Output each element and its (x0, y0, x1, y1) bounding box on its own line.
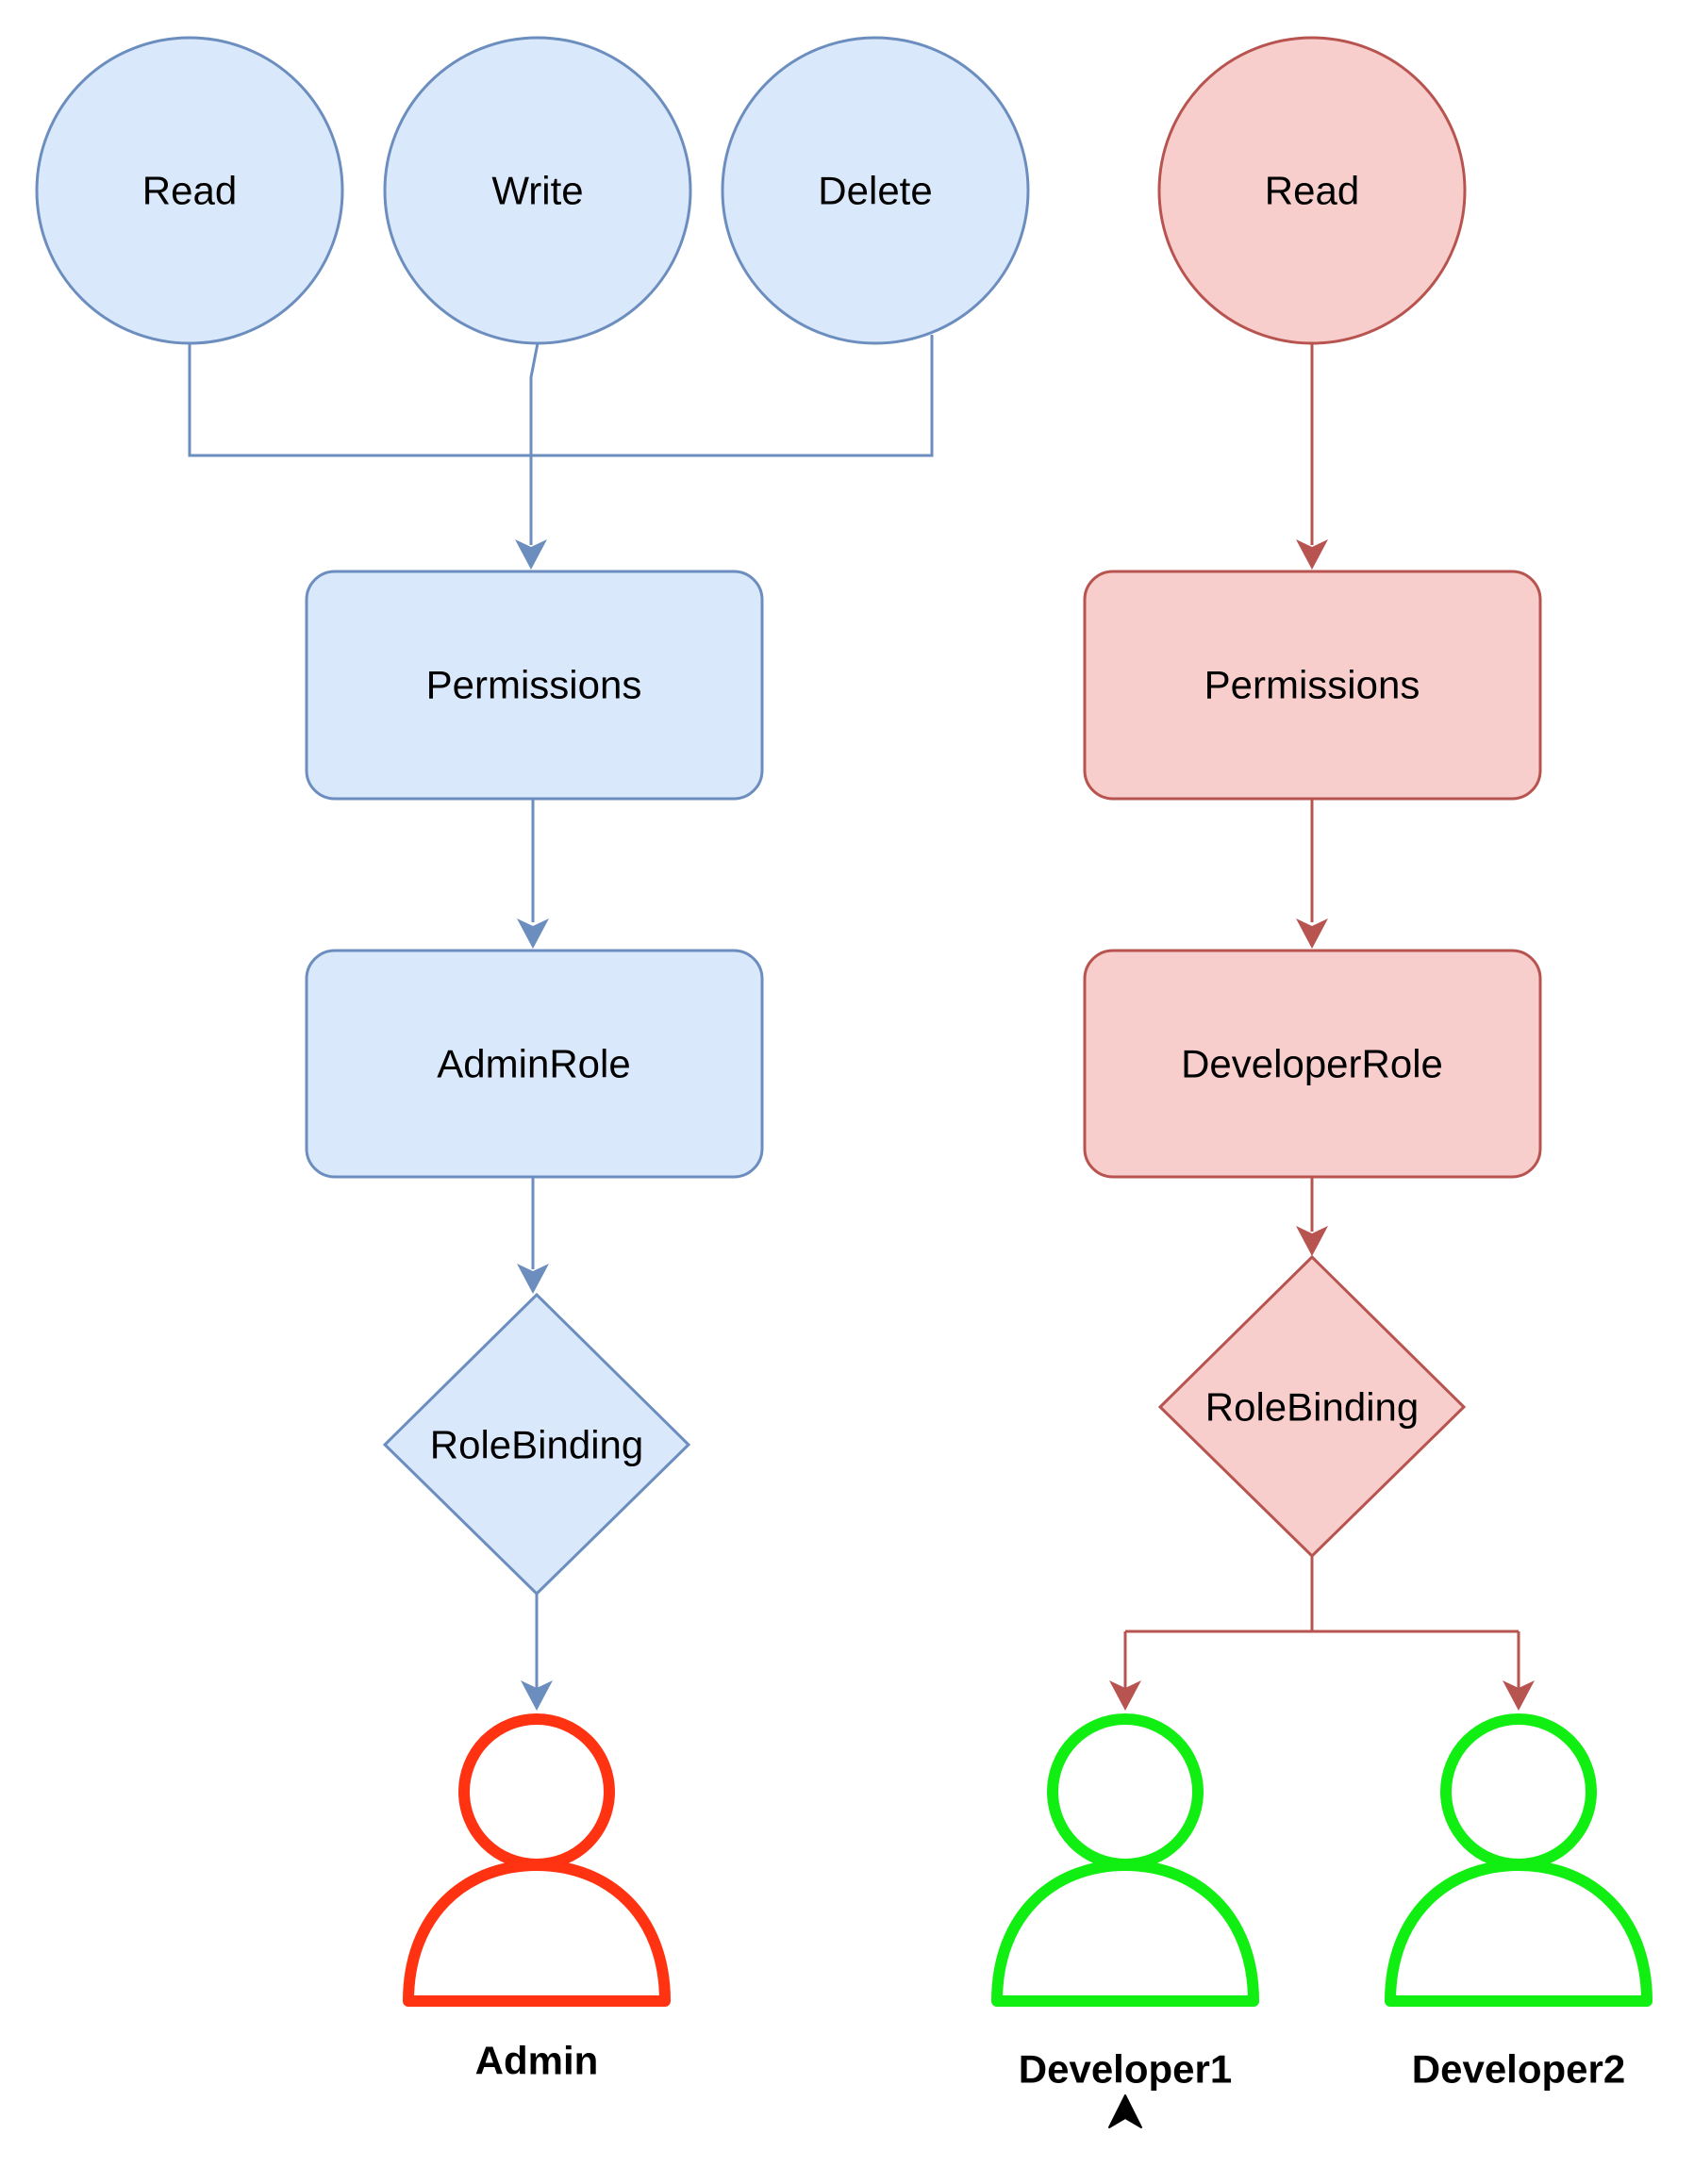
arrowhead (515, 539, 547, 570)
rolebinding-diamond-dev[interactable]: RoleBinding (1157, 1254, 1467, 1559)
admin-role-label: AdminRole (437, 1042, 630, 1086)
arrowhead (1109, 1680, 1141, 1711)
rolebinding-label: RoleBinding (430, 1423, 644, 1467)
developer-edges (1123, 343, 1520, 1688)
edge-write-to-permissions (529, 342, 540, 545)
permissions-label: Permissions (1204, 663, 1420, 707)
user-icon[interactable] (991, 1713, 1259, 2007)
rolebinding-label: RoleBinding (1205, 1385, 1420, 1430)
developer-arrowheads (1109, 539, 1535, 1711)
arrowhead (1296, 918, 1328, 949)
arrowhead (1503, 1680, 1535, 1711)
permissions-label: Permissions (426, 663, 642, 707)
perm-read-label: Read (142, 169, 237, 213)
rolebinding-diamond-admin[interactable]: RoleBinding (382, 1292, 691, 1597)
user-icon[interactable] (1385, 1713, 1652, 2007)
edge-read-to-permissions (188, 343, 531, 457)
arrowhead (1296, 539, 1328, 570)
arrowhead (517, 1264, 549, 1294)
perm-node-delete[interactable]: Delete (721, 36, 1030, 345)
user-label-developer2: Developer2 (1412, 2047, 1625, 2092)
permissions-box-admin[interactable]: Permissions (305, 570, 764, 801)
perm-read-label: Read (1265, 169, 1359, 213)
admin-branch: Read Write Delete Permissions AdminRole … (35, 36, 1030, 2083)
perm-node-read[interactable]: Read (35, 36, 344, 345)
permissions-box-dev[interactable]: Permissions (1083, 570, 1542, 801)
admin-arrowheads (515, 539, 553, 1711)
admin-edges (188, 335, 934, 1688)
user-icon[interactable] (403, 1713, 671, 2007)
edge-delete-to-permissions (531, 335, 934, 457)
edge-binding-to-developers (1123, 1556, 1520, 1688)
user-label-admin: Admin (475, 2039, 599, 2083)
perm-delete-label: Delete (818, 169, 932, 213)
user-label-developer1: Developer1 (1019, 2047, 1232, 2092)
perm-node-read-dev[interactable]: Read (1157, 36, 1467, 345)
admin-role-box[interactable]: AdminRole (305, 949, 764, 1179)
developer-role-box[interactable]: DeveloperRole (1083, 949, 1542, 1179)
perm-write-label: Write (491, 169, 583, 213)
developer-branch: Read Permissions DeveloperRole RoleBindi… (991, 36, 1652, 2092)
developer-role-label: DeveloperRole (1181, 1042, 1443, 1086)
arrowhead (1296, 1226, 1328, 1256)
arrowhead (521, 1680, 553, 1711)
arrowhead (517, 918, 549, 949)
mouse-pointer-icon (1108, 2094, 1142, 2128)
perm-node-write[interactable]: Write (383, 36, 692, 345)
